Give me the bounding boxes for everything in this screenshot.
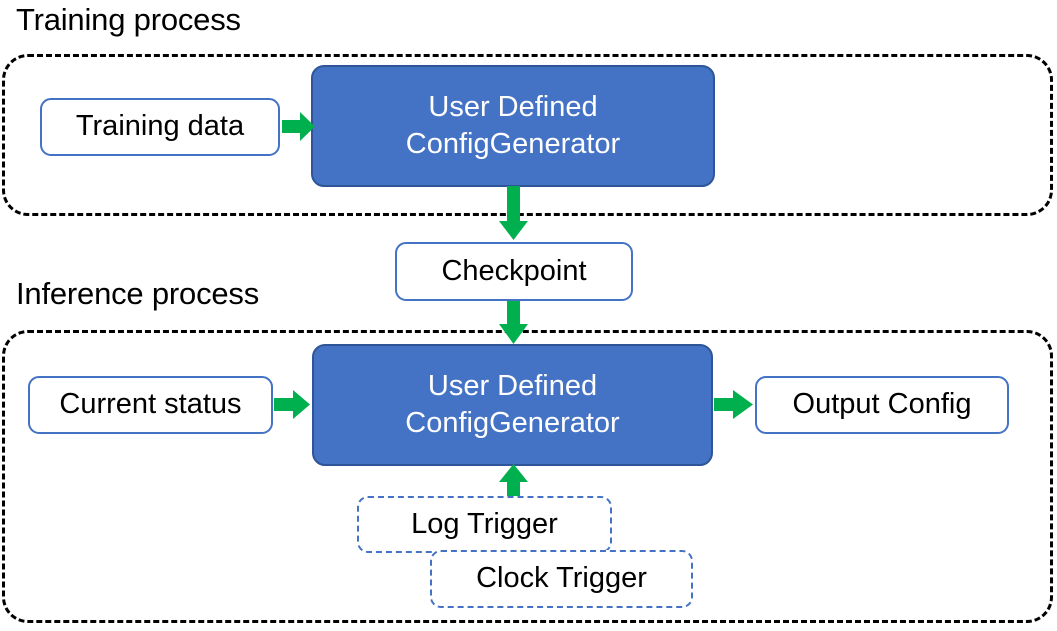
checkpoint-label: Checkpoint [441,254,587,287]
inference-generator-line-1: User Defined [427,369,598,402]
training-data-label: Training data [75,110,245,143]
training-data-box[interactable]: Training data [40,98,280,156]
training-generator-line-1: User Defined [428,90,598,123]
inference-generator-line-2: ConfigGenerator [405,407,620,439]
inference-process-title: Inference process [16,276,260,311]
clock-trigger-label: Clock Trigger [476,562,647,595]
training-config-generator-box[interactable]: User Defined ConfigGenerator [311,65,715,187]
log-trigger-box[interactable]: Log Trigger [357,496,612,553]
inference-config-generator-box[interactable]: User Defined ConfigGenerator [312,344,713,466]
log-trigger-label: Log Trigger [411,507,558,540]
training-generator-line-2: ConfigGenerator [405,128,621,160]
output-config-label: Output Config [792,388,972,421]
current-status-box[interactable]: Current status [28,376,273,434]
checkpoint-box[interactable]: Checkpoint [395,242,633,301]
training-config-generator-label: User Defined ConfigGenerator [406,89,620,163]
current-status-label: Current status [59,388,242,421]
inference-config-generator-label: User Defined ConfigGenerator [405,368,619,442]
training-process-title: Training process [16,2,241,37]
clock-trigger-box[interactable]: Clock Trigger [430,550,693,608]
training-process-group [2,54,1053,216]
output-config-box[interactable]: Output Config [755,376,1009,434]
